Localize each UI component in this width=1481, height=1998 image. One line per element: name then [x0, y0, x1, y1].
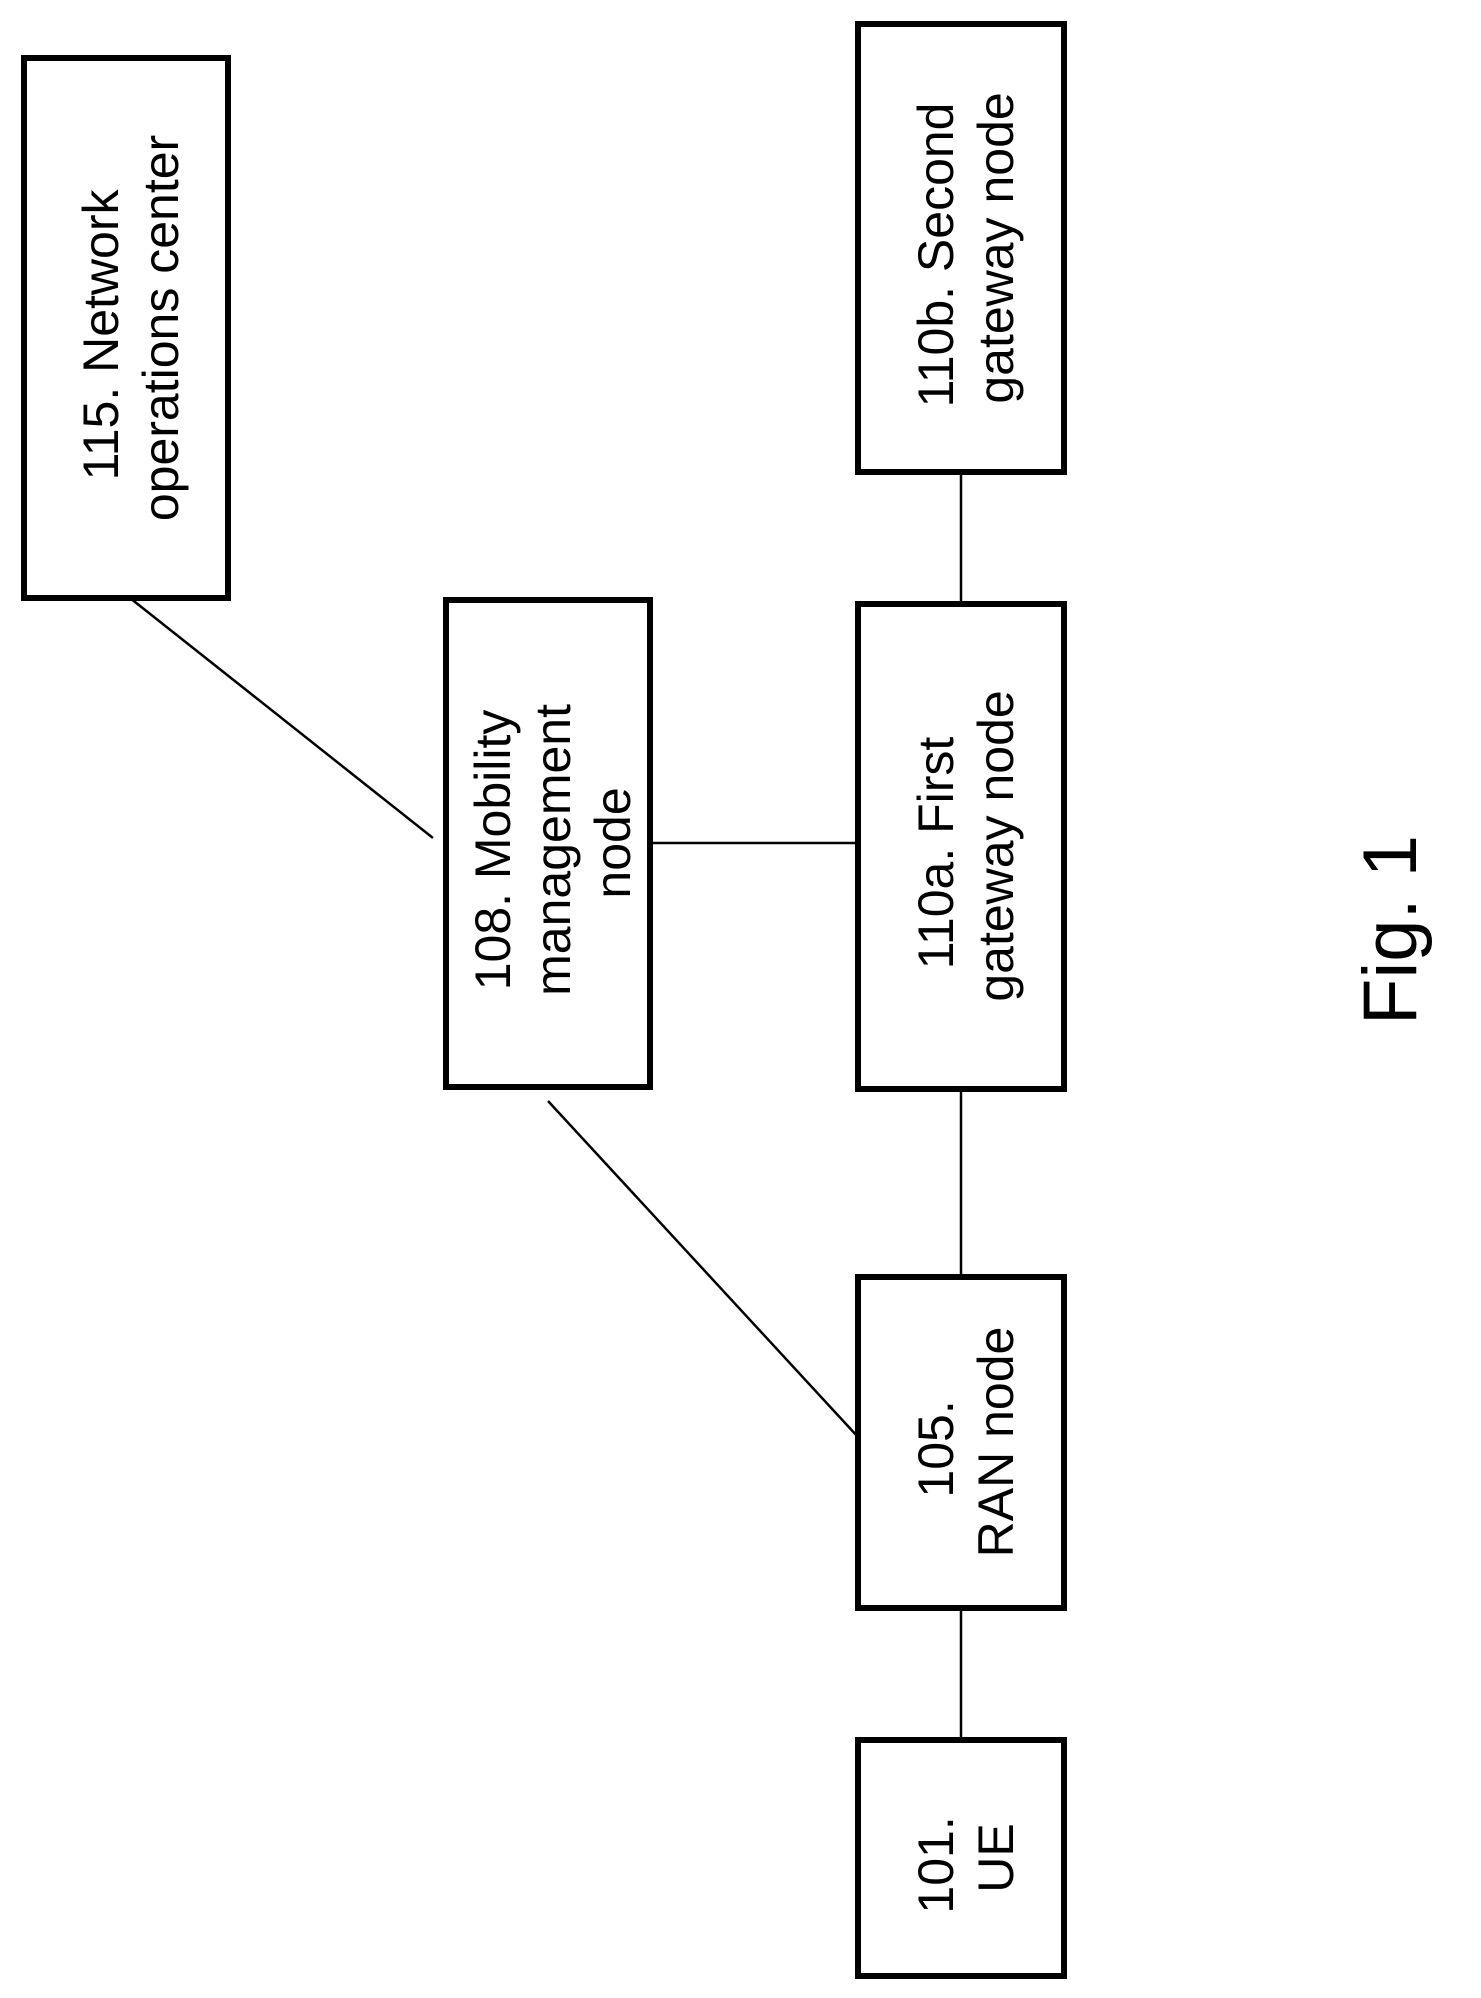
node-mobility: 108. Mobility management node: [446, 600, 650, 1087]
node-ue: 101. UE: [858, 1740, 1064, 1976]
node-noc: 115. Network operations center: [24, 58, 228, 598]
node-gw2: 110b. Second gateway node: [858, 24, 1064, 472]
node-noc-line-1: 115. Network: [73, 189, 129, 481]
node-ran-line-2: RAN node: [968, 1327, 1024, 1558]
node-gw1-line-1: 110a. First: [908, 737, 964, 970]
node-gw2-line-1: 110b. Second: [908, 103, 964, 408]
node-mobility-line-1: 108. Mobility: [465, 710, 521, 991]
node-gw1-line-2: gateway node: [968, 690, 1024, 1001]
node-ue-line-2: UE: [968, 1823, 1024, 1892]
figure-caption: Fig. 1: [1348, 835, 1433, 1025]
node-gw2-line-2: gateway node: [968, 92, 1024, 403]
node-gw1: 110a. First gateway node: [858, 604, 1064, 1089]
node-mobility-line-3: node: [585, 787, 641, 898]
node-noc-line-2: operations center: [133, 135, 189, 521]
node-ran-line-1: 105.: [908, 1400, 964, 1497]
link-noc-mobility: [130, 598, 433, 838]
node-ran: 105. RAN node: [858, 1277, 1064, 1608]
link-mobility-ran: [548, 1101, 858, 1437]
node-mobility-line-2: management: [525, 704, 581, 996]
node-ue-line-1: 101.: [908, 1816, 964, 1913]
